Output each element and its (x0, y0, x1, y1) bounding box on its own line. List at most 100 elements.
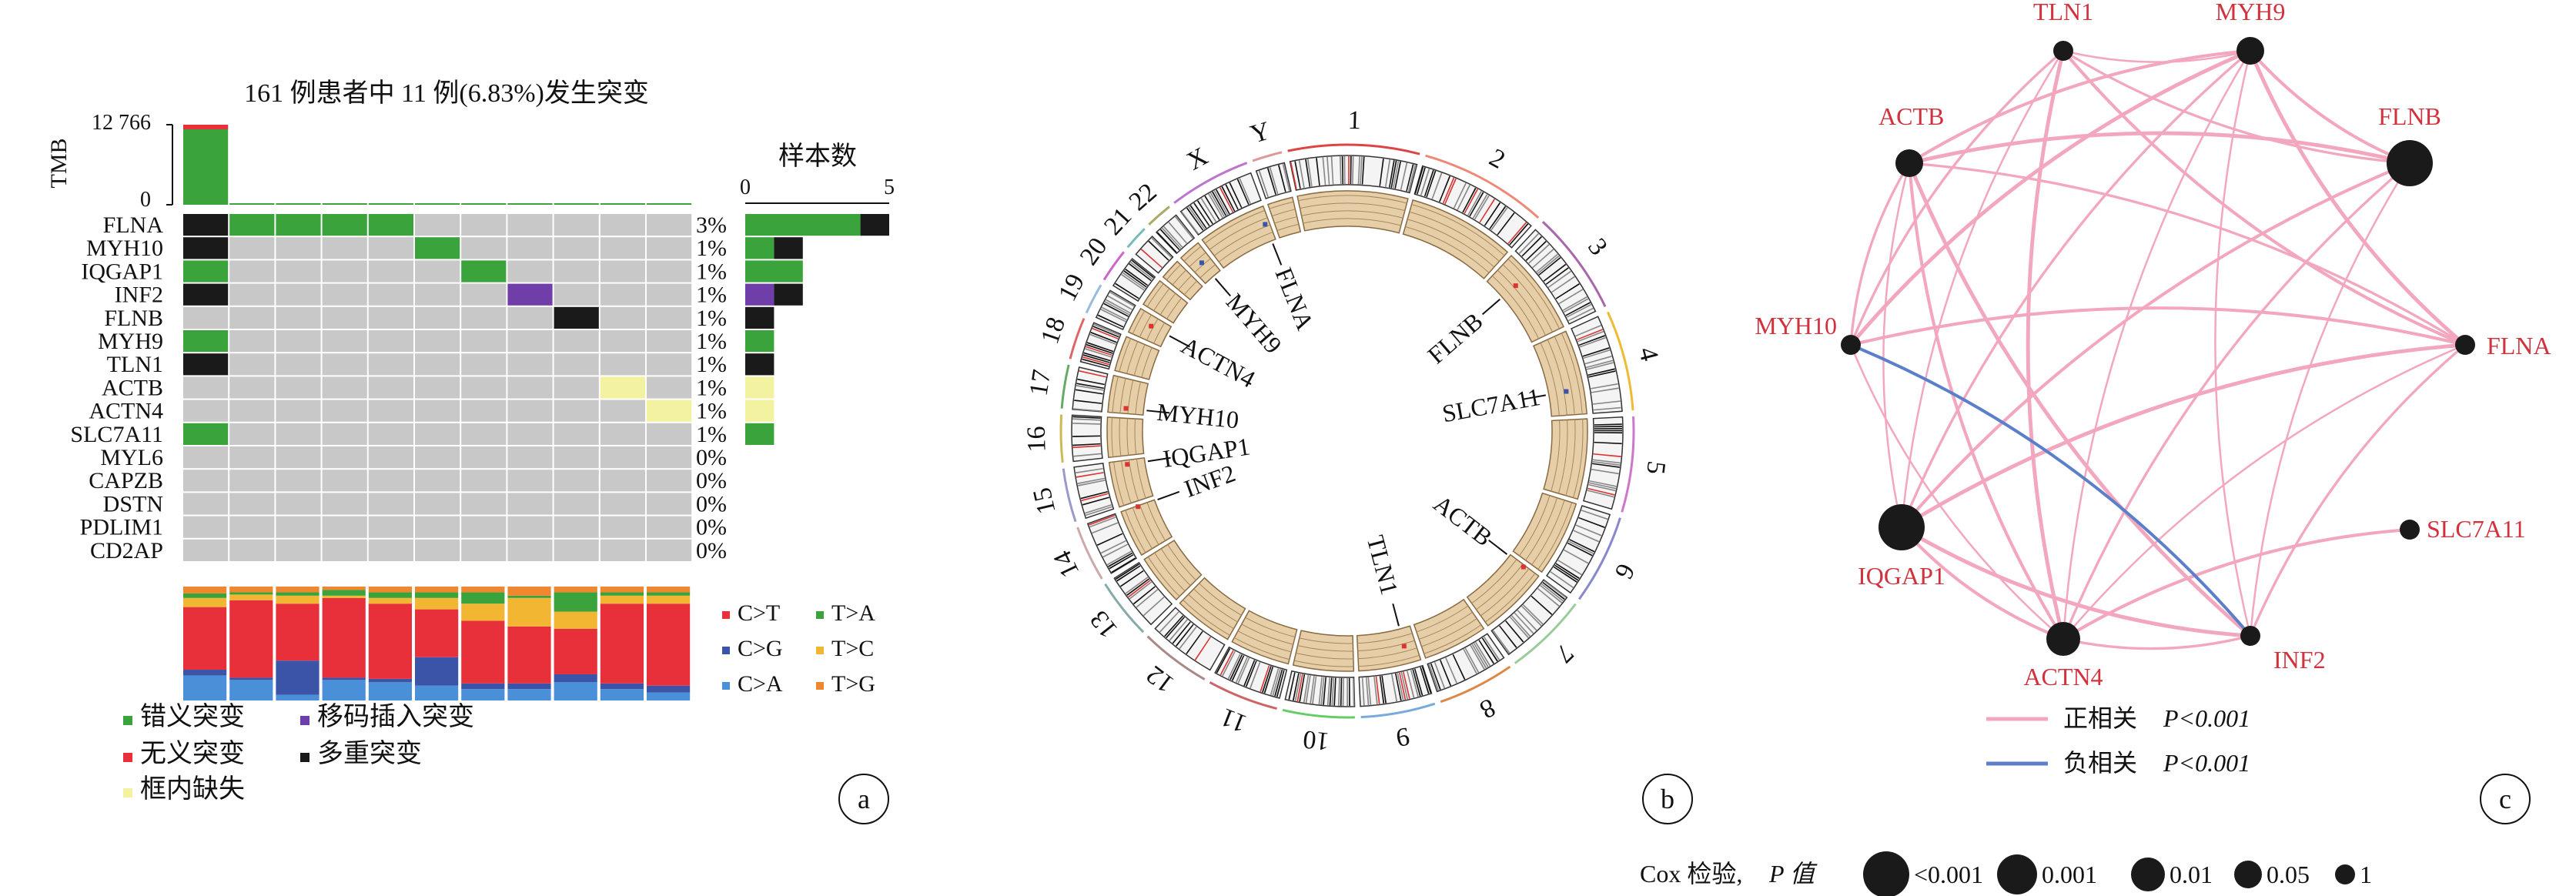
oncoplot-cell (600, 423, 645, 445)
chromosome-band (1347, 677, 1349, 706)
chromosome-band (1400, 162, 1408, 190)
oncoplot-cell (507, 376, 553, 399)
chromosome-band (1547, 270, 1571, 289)
chromosome-band (1282, 163, 1290, 192)
oncoplot-cell (554, 260, 599, 283)
snv-bar-segment (507, 689, 551, 700)
gene-label: MYH10 (86, 236, 163, 261)
chromosome-band (1109, 553, 1134, 570)
gene-label: FLNA (1270, 264, 1320, 334)
oncoplot-cell (415, 214, 460, 236)
chromosome-band (1237, 657, 1250, 684)
chromosome-band (1588, 370, 1616, 378)
track-gridline (1146, 502, 1166, 541)
track-gridline (1507, 259, 1561, 329)
chromosome-band (1169, 619, 1188, 641)
positive-correlation-edge (1900, 343, 2466, 530)
track-gridline (1178, 275, 1192, 290)
chromosome-band (1219, 187, 1234, 212)
tmb-tick-zero: 0 (140, 188, 151, 212)
chromosome-band (1101, 306, 1127, 321)
snv-bar-segment (600, 595, 644, 604)
snv-bar-segment (368, 603, 412, 679)
gene-label: MYH10 (1156, 398, 1240, 434)
chromosome-band (1126, 578, 1150, 597)
chromosome-band (1330, 156, 1334, 185)
oncoplot-cell (415, 330, 460, 353)
chromosome-band (1593, 400, 1621, 405)
snv-bar-segment (507, 595, 551, 598)
chromosome-band (1305, 675, 1311, 704)
snv-legend-swatch (816, 647, 824, 654)
snv-legend-swatch (816, 611, 824, 619)
chromosome-label: X (1183, 142, 1213, 176)
chromosome-band (1219, 650, 1234, 676)
chromosome-band (1239, 178, 1251, 204)
track-gridline (1492, 275, 1540, 339)
network-node-label: FLNA (2487, 332, 2551, 359)
gene-label: TLN1 (107, 352, 163, 377)
percent-label: 1% (696, 283, 727, 308)
chromosome-band (1384, 159, 1391, 187)
gene-marker (1136, 504, 1141, 510)
legend-positive-p: P<0.001 (2163, 704, 2250, 732)
mutation-track (1292, 630, 1355, 672)
chromosome-band (1305, 159, 1311, 187)
chromosome-band (1517, 610, 1537, 631)
tmb-bar (322, 203, 367, 205)
chromosome-band (1489, 206, 1507, 229)
chromosome-band (1092, 522, 1119, 534)
sample-count-bar (774, 283, 803, 306)
network-node (2400, 520, 2420, 540)
track-gridline (1274, 216, 1297, 224)
oncoplot-cell (229, 306, 275, 329)
oncoplot-cell (229, 237, 275, 259)
chromosome-band (1452, 654, 1466, 680)
chromosome-band (1403, 671, 1410, 699)
oncoplot-cell (368, 423, 413, 445)
chromosome-band (1483, 636, 1500, 660)
chromosome-band (1296, 674, 1303, 702)
track-gridline (1537, 502, 1573, 570)
track-gridline (1476, 563, 1524, 610)
chromosome-outline (1062, 468, 1077, 523)
track-gridline (1480, 568, 1530, 617)
tmb-bar (600, 203, 645, 205)
oncoplot-cell (276, 353, 321, 376)
gene-label: IQGAP1 (81, 259, 163, 284)
oncoplot-cell (415, 400, 460, 422)
chromosome-band (1551, 276, 1575, 293)
chromosome-band (1168, 222, 1187, 244)
oncoplot-cell (415, 260, 460, 283)
chromosome-label: 6 (1609, 559, 1641, 583)
mutation-track (1466, 553, 1540, 627)
gene-leader (1146, 410, 1170, 414)
oncoplot-cell (647, 214, 692, 236)
chromosome-outline (1577, 517, 1621, 600)
chromosome-band (1080, 491, 1108, 500)
positive-correlation-edge (2062, 49, 2466, 346)
oncoplot-cell (600, 376, 645, 399)
oncoplot-cell (322, 237, 367, 259)
oncoplot-cell (600, 214, 645, 236)
network-node (2455, 335, 2475, 355)
chromosome-band (1467, 190, 1482, 216)
track-gridline (1209, 217, 1268, 250)
sample-count-axis-label: 样本数 (778, 142, 857, 171)
snv-bar-segment (415, 657, 459, 686)
oncoplot-cell (276, 283, 321, 306)
chromosome-band (1294, 674, 1302, 701)
gene-leader (1392, 603, 1400, 627)
chromosome-outline (1360, 702, 1436, 719)
mutation-track (1231, 610, 1298, 665)
gene-label: FLNB (104, 306, 163, 331)
oncoplot-cell (461, 306, 507, 329)
chromosome-band (1072, 445, 1101, 449)
oncoplot-cell (647, 283, 692, 306)
chromosome-outline (1287, 143, 1420, 155)
track-gridline (1298, 195, 1407, 204)
sample-count-bar (774, 237, 803, 259)
positive-correlation-edge (2062, 50, 2252, 640)
snv-bar-segment (554, 682, 597, 700)
